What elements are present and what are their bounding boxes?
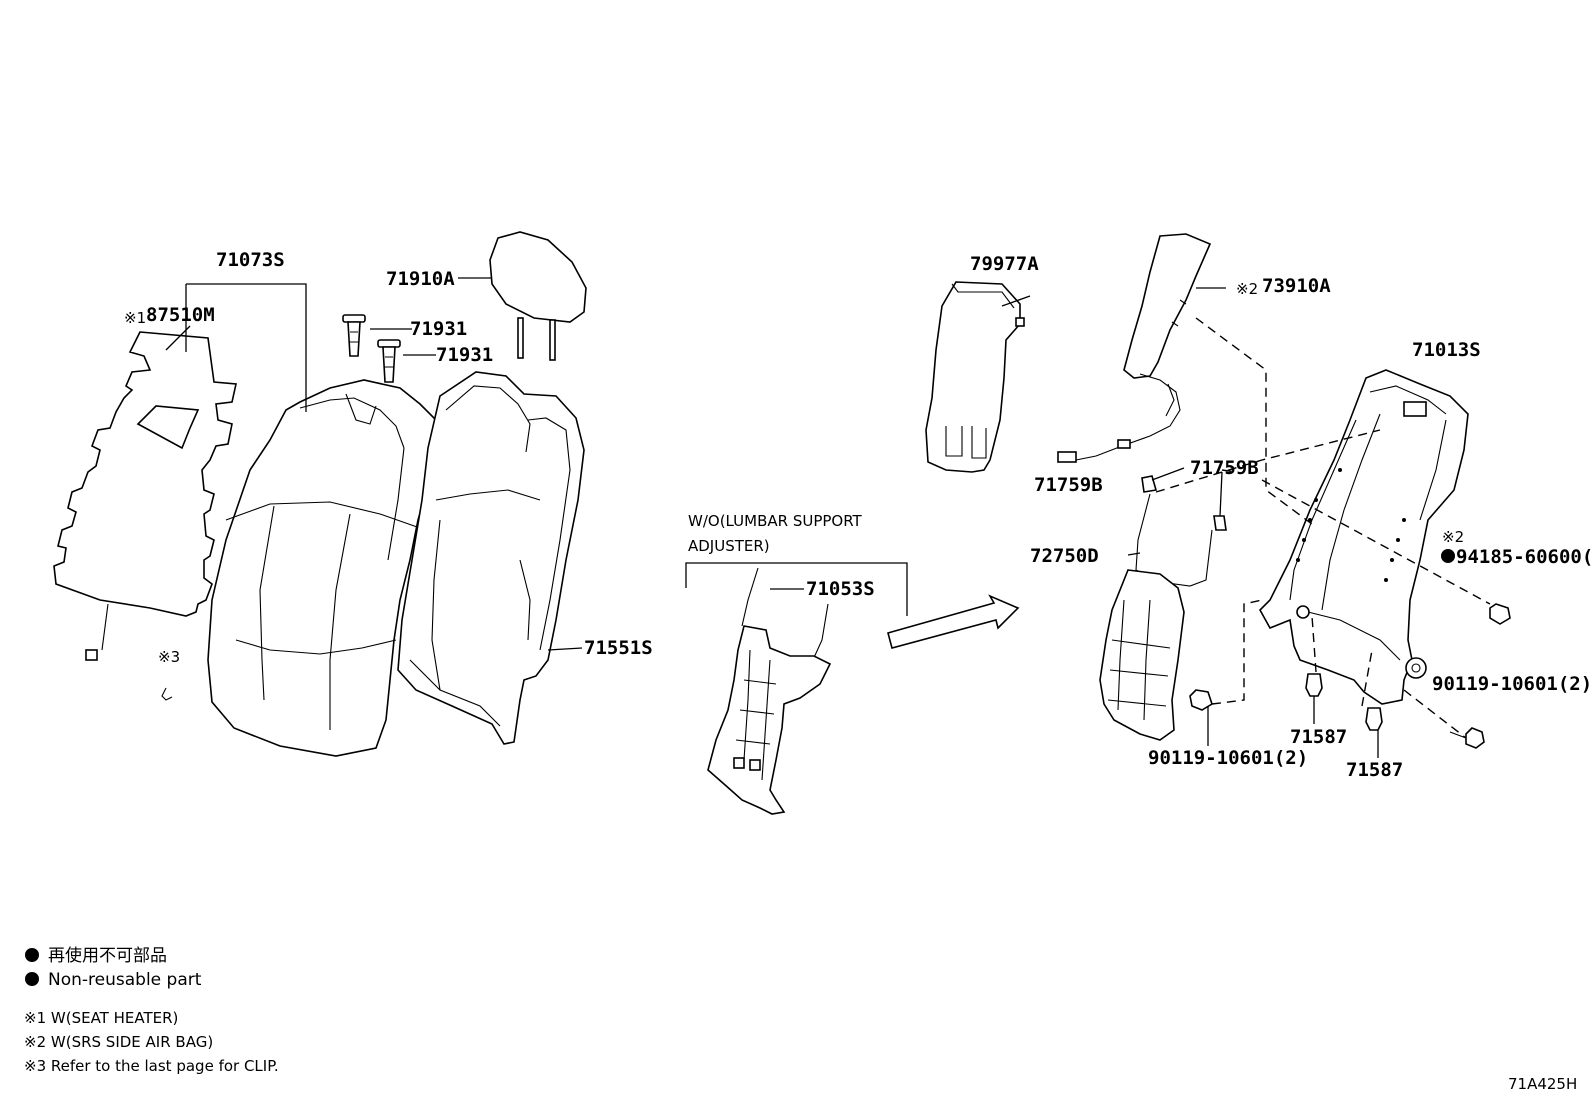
callout-79977A[interactable]: 79977A: [970, 253, 1039, 275]
callout-94185-60600[interactable]: 94185-60600(2): [1456, 546, 1592, 568]
callout-90119-10601-right[interactable]: 90119-10601(2): [1432, 673, 1592, 695]
callout-73910A[interactable]: 73910A: [1262, 275, 1331, 297]
side-airbag-73910A[interactable]: [1057, 233, 1212, 463]
clip-icon: [161, 687, 173, 701]
callout-71073S[interactable]: 71073S: [216, 249, 285, 271]
lumbar-support-71053S[interactable]: [707, 567, 832, 815]
callout-note-2-bolt: ※2: [1442, 528, 1464, 546]
legend-note-2: ※2 W(SRS SIDE AIR BAG): [24, 1033, 213, 1051]
callout-note-2-airbag: ※2: [1236, 280, 1258, 298]
callout-90119-10601-left[interactable]: 90119-10601(2): [1148, 747, 1308, 769]
clip-71759B-left[interactable]: [1141, 475, 1158, 493]
bolt-90119-10601-right[interactable]: [1449, 727, 1485, 749]
callout-71759B-left[interactable]: 71759B: [1034, 474, 1103, 496]
seat-heater-87510M[interactable]: [53, 331, 237, 661]
seat-back-frame-71013S[interactable]: [1259, 369, 1469, 705]
assembly-dashed-lines: [1155, 317, 1491, 739]
lumbar-support-72750D[interactable]: [1099, 493, 1213, 741]
headrest-support-71931-upper[interactable]: [342, 314, 366, 357]
leader-lines: [165, 277, 1379, 758]
bolt-94185-60600[interactable]: [1489, 603, 1511, 625]
callout-71587-lower[interactable]: 71587: [1346, 759, 1403, 781]
legend-nonreusable-ja: 再使用不可部品: [48, 945, 167, 966]
legend-note-1: ※1 W(SEAT HEATER): [24, 1009, 178, 1027]
clip-71759B-right[interactable]: [1213, 515, 1227, 531]
seat-back-pad-71551S[interactable]: [397, 371, 585, 745]
diagram-id: 71A425H: [1508, 1075, 1577, 1093]
seat-back-cover-71073S[interactable]: [207, 379, 441, 757]
clip-71587-upper[interactable]: [1305, 673, 1323, 697]
callout-71587-upper[interactable]: 71587: [1290, 726, 1347, 748]
legend-note-3: ※3 Refer to the last page for CLIP.: [24, 1057, 279, 1075]
legend-nonreusable-en: Non-reusable part: [48, 970, 202, 990]
legend-dot-icon: [25, 972, 39, 986]
callout-71931-lower[interactable]: 71931: [436, 344, 493, 366]
callout-71931-upper[interactable]: 71931: [410, 318, 467, 340]
clip-71587-lower[interactable]: [1365, 707, 1383, 731]
nonreusable-marker: [1441, 549, 1455, 563]
callout-note-1: ※1: [124, 309, 146, 327]
headrest-support-71931-lower[interactable]: [377, 339, 401, 383]
callout-72750D[interactable]: 72750D: [1030, 545, 1099, 567]
callout-71053S[interactable]: 71053S: [806, 578, 875, 600]
callout-87510M[interactable]: 87510M: [146, 304, 215, 326]
seat-back-board-79977A[interactable]: [925, 281, 1025, 473]
callout-71551S[interactable]: 71551S: [584, 637, 653, 659]
callout-note-3: ※3: [158, 648, 180, 666]
arrow-right-icon: [887, 594, 1020, 649]
callout-71013S[interactable]: 71013S: [1412, 339, 1481, 361]
bolt-90119-10601-left[interactable]: [1189, 689, 1213, 711]
callout-71910A[interactable]: 71910A: [386, 268, 455, 290]
variant-bracket: [685, 562, 908, 616]
variant-note-line1: W/O(LUMBAR SUPPORT: [688, 512, 863, 530]
legend-dot-icon: [25, 948, 39, 962]
variant-note-line2: ADJUSTER): [688, 537, 770, 555]
headrest-71910A[interactable]: [489, 231, 587, 361]
callout-71759B-right[interactable]: 71759B: [1190, 457, 1259, 479]
